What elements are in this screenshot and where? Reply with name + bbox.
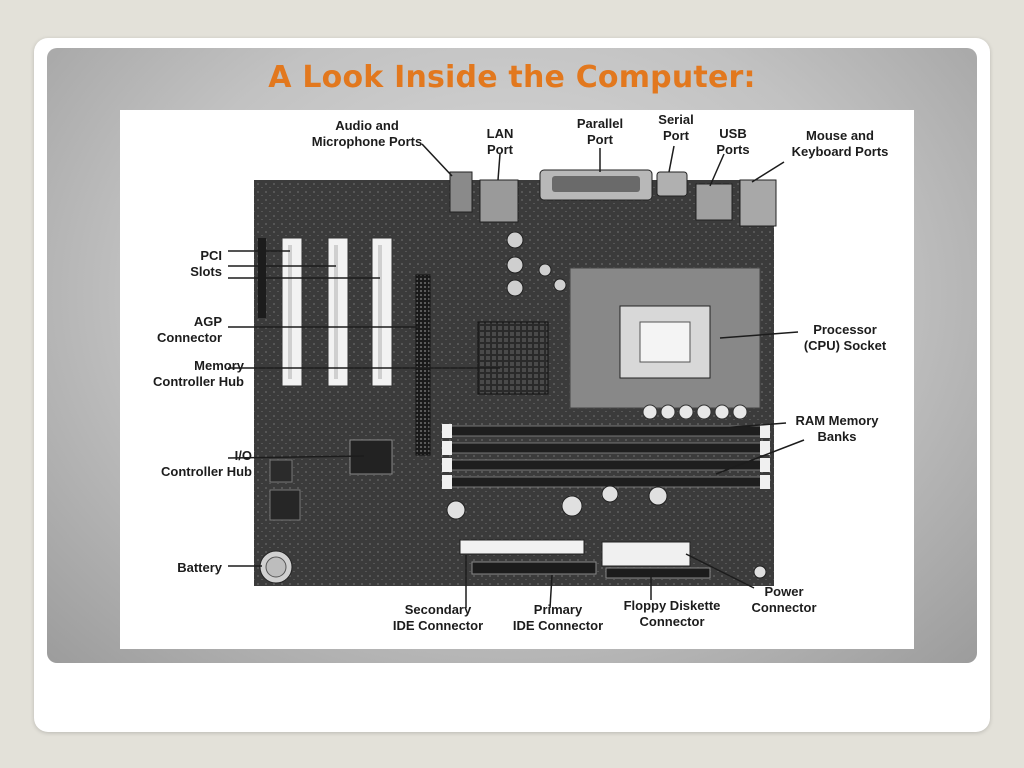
label-io-controller-hub: I/O Controller Hub bbox=[161, 448, 252, 479]
audio-ports bbox=[449, 171, 473, 213]
serial-port bbox=[656, 171, 688, 197]
label-lan-port: LAN Port bbox=[486, 126, 514, 157]
label-usb-ports: USB Ports bbox=[716, 126, 750, 157]
lan-port bbox=[479, 179, 519, 223]
label-ram-memory-banks: RAM Memory Banks bbox=[795, 413, 879, 444]
label-processor-socket: Processor (CPU) Socket bbox=[803, 322, 887, 353]
motherboard-diagram bbox=[227, 143, 805, 609]
label-parallel-port: Parallel Port bbox=[576, 116, 624, 147]
usb-ports bbox=[695, 183, 733, 221]
label-floppy-diskette-connector: Floppy Diskette Connector bbox=[623, 598, 721, 629]
label-audio-microphone-ports: Audio and Microphone Ports bbox=[311, 118, 423, 149]
memory-controller-hub bbox=[477, 321, 549, 395]
label-power-connector: Power Connector bbox=[751, 584, 817, 615]
mouse-keyboard-ports bbox=[739, 179, 777, 227]
ram-slot-2 bbox=[447, 442, 767, 454]
label-secondary-ide-connector: Secondary IDE Connector bbox=[392, 602, 484, 633]
primary-ide-connector bbox=[471, 561, 597, 575]
label-serial-port: Serial Port bbox=[658, 112, 694, 143]
floppy-connector bbox=[605, 567, 711, 579]
label-mouse-keyboard-ports: Mouse and Keyboard Ports bbox=[791, 128, 889, 159]
label-primary-ide-connector: Primary IDE Connector bbox=[512, 602, 604, 633]
io-controller-hub bbox=[349, 439, 393, 475]
ram-slot-1 bbox=[447, 425, 767, 437]
ram-slot-4 bbox=[447, 476, 767, 488]
ram-slot-3 bbox=[447, 459, 767, 471]
secondary-ide-connector bbox=[459, 539, 585, 555]
label-memory-controller-hub: Memory Controller Hub bbox=[153, 358, 244, 389]
label-pci-slots: PCI Slots bbox=[190, 248, 222, 279]
power-connector bbox=[601, 541, 691, 567]
motherboard-figure: Audio and Microphone Ports LAN Port Para… bbox=[120, 110, 914, 649]
label-agp-connector: AGP Connector bbox=[157, 314, 222, 345]
label-battery: Battery bbox=[177, 560, 222, 575]
agp-slot bbox=[415, 274, 431, 456]
slide-title: A Look Inside the Computer: bbox=[268, 60, 756, 95]
